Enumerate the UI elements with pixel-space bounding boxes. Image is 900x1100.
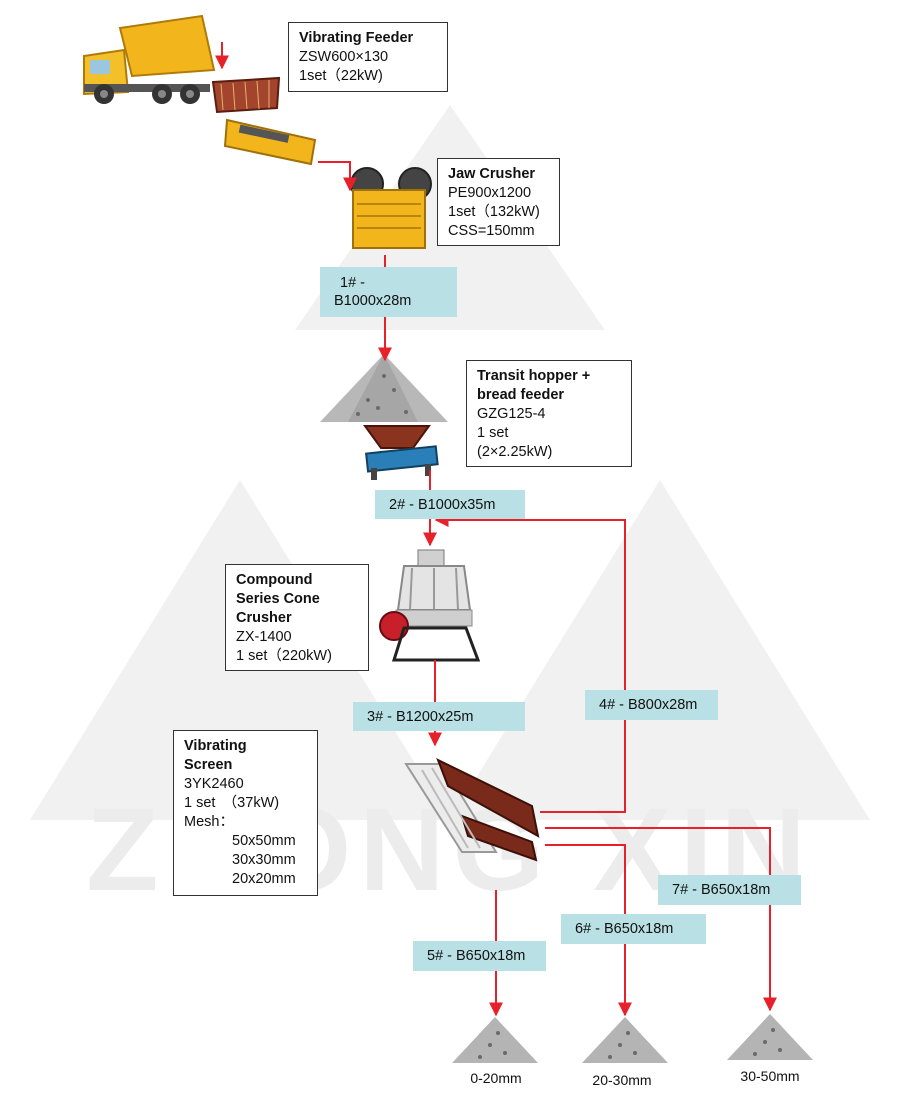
cone-crusher-image: [379, 549, 481, 662]
flow-screen-to-30-50: [545, 827, 777, 1012]
vibrating-screen-image: [404, 757, 540, 862]
stockpile-image: [320, 354, 448, 422]
vibrating-screen-label: Vibrating Screen 3YK2460 1 set （37kW) Me…: [173, 730, 318, 896]
flow-feeder-to-jaw: [318, 161, 357, 192]
vibrating-feeder-label: Vibrating Feeder ZSW600×130 1set（22kW): [288, 22, 448, 92]
product-pile-20-30: [582, 1017, 668, 1063]
belt-label-7: 7# - B650x18m: [658, 875, 801, 905]
cone-crusher-label: Compound Series Cone Crusher ZX-1400 1 s…: [225, 564, 369, 671]
product-label-30-50: 30-50mm: [740, 1068, 800, 1084]
product-label-0-20: 0-20mm: [470, 1070, 522, 1086]
belt-label-2: 2# - B1000x35m: [375, 490, 525, 519]
belt-label-3: 3# - B1200x25m: [353, 702, 525, 731]
jaw-crusher-label: Jaw Crusher PE900x1200 1set（132kW) CSS=1…: [437, 158, 560, 246]
flow-screen-to-20-30: [545, 844, 632, 1017]
dump-truck-image: [83, 14, 216, 104]
transit-hopper-label: Transit hopper + bread feeder GZG125-4 1…: [466, 360, 632, 467]
product-pile-0-20: [452, 1017, 538, 1063]
product-pile-30-50: [727, 1014, 813, 1060]
bread-feeder-image: [363, 425, 439, 480]
belt-label-5: 5# - B650x18m: [413, 941, 546, 971]
vibrating-feeder-image: [211, 76, 317, 166]
belt-label-6: 6# - B650x18m: [561, 914, 706, 944]
flow-return-loop: [434, 513, 626, 813]
belt-label-1: 1# - B1000x28m: [320, 267, 457, 317]
product-label-20-30: 20-30mm: [592, 1072, 652, 1088]
jaw-crusher-image: [350, 167, 432, 249]
belt-label-4: 4# - B800x28m: [585, 690, 718, 720]
